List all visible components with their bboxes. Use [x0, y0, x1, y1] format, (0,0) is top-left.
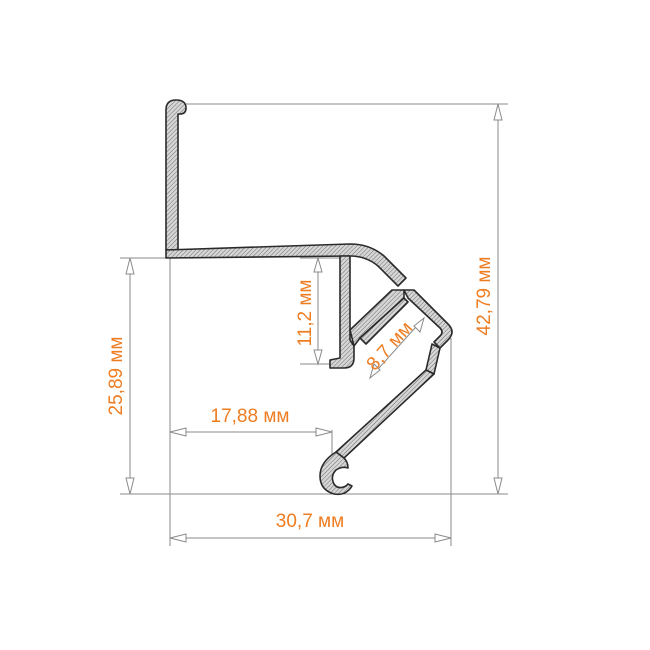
- dim-inner-height: 11,2 мм: [295, 256, 323, 366]
- aluminium-profile: [165, 99, 453, 496]
- dim-inner-width-label: 17,88 мм: [211, 406, 290, 427]
- dim-inner-width: 17,88 мм: [169, 406, 333, 437]
- top-hook-shape: [165, 99, 187, 251]
- long-diagonal-shape: [335, 369, 435, 459]
- dim-lower-height-label: 25,89 мм: [106, 337, 127, 416]
- extension-lines: [120, 103, 508, 546]
- inner-leg-shape: [329, 255, 355, 369]
- side-wall-shape: [425, 343, 441, 375]
- dim-inner-height-label: 11,2 мм: [295, 280, 316, 347]
- dim-total-width: 30,7 мм: [169, 511, 452, 543]
- outer-arm-shape: [403, 289, 453, 349]
- dim-total-width-label: 30,7 мм: [276, 511, 344, 532]
- dim-total-height: 42,79 мм: [474, 103, 503, 495]
- chamber-wall-shape: [359, 297, 409, 345]
- dim-lower-height: 25,89 мм: [106, 257, 135, 495]
- bottom-hook-shape: [319, 451, 353, 496]
- dim-total-height-label: 42,79 мм: [474, 257, 495, 336]
- shelf-shape: [165, 243, 407, 287]
